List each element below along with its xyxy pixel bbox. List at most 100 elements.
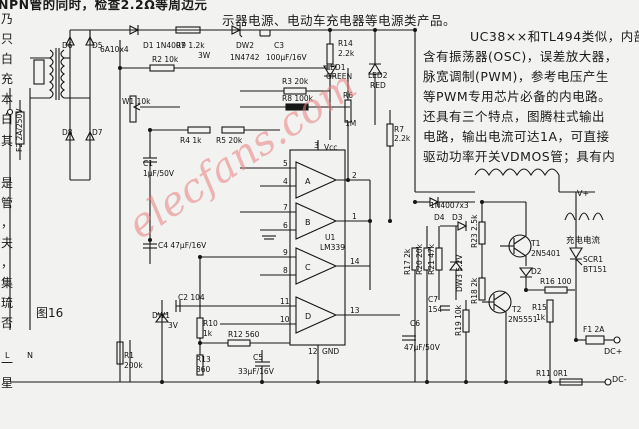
label-d2: D2 <box>531 267 542 276</box>
label-comp-c: C <box>305 263 311 272</box>
label-r7-val: 2.2k <box>394 134 411 143</box>
capacitor-c1 <box>143 130 157 240</box>
label-r13: R13 <box>196 355 211 364</box>
resistor-r18 <box>478 277 486 301</box>
resistor-r12 <box>227 339 251 347</box>
label-pin-7: 7 <box>283 203 288 212</box>
label-led1-color: GREEN <box>326 72 352 81</box>
comparator-c <box>295 247 338 285</box>
label-pin-8: 8 <box>283 266 288 275</box>
label-f1: F1 2A <box>583 325 605 334</box>
margin-char: 一 <box>1 356 14 370</box>
label-c5-val: 33μF/16V <box>238 367 275 376</box>
label-r23: R23 2.5k <box>470 214 479 248</box>
label-t2-part: 2N5551 <box>508 315 538 324</box>
label-pin-14: 14 <box>350 257 360 266</box>
label-d7: D7 <box>92 128 103 137</box>
ac-input <box>6 88 31 330</box>
transformer-symbol <box>30 48 65 100</box>
label-pin-10: 10 <box>280 315 290 324</box>
resistor-r23 <box>478 221 486 245</box>
label-r14: R14 <box>338 39 353 48</box>
resistor-r9 <box>175 26 201 34</box>
label-dw2: DW2 <box>236 41 254 50</box>
label-c7-val: 154 <box>428 305 443 314</box>
label-gnd: GND <box>322 347 339 356</box>
label-r14-val: 2.2k <box>338 49 355 58</box>
margin-char: 乃 <box>1 12 14 26</box>
label-dc-minus: DC- <box>612 375 627 384</box>
label-t1: T1 <box>530 239 541 248</box>
label-pin-12: 12 <box>308 347 318 356</box>
label-dw3: DW3 5.2V <box>455 254 464 292</box>
top-middle-text-fragment: 示器电源、电动车充电器等电源类产品。 <box>222 13 457 28</box>
label-pin-9: 9 <box>283 248 288 257</box>
label-c6-val: 47μF/50V <box>404 343 441 352</box>
comparator-b <box>295 202 338 240</box>
label-r21: R21 47k <box>427 243 436 275</box>
paragraph-line: 含有振荡器(OSC)，误差放大器， <box>423 49 618 64</box>
paragraph-line: 等PWM专用芯片必备的内电路。 <box>423 89 612 104</box>
label-pin-2: 2 <box>352 171 357 180</box>
resistor-r14 <box>326 43 334 65</box>
label-comp-a: A <box>305 177 311 186</box>
label-d8: D8 <box>62 128 73 137</box>
label-dw1: DW1 <box>152 311 170 320</box>
label-led2-color: RED <box>370 81 386 90</box>
label-c3-val: 100μF/16V <box>266 53 307 62</box>
label-c7: C7 <box>428 295 438 304</box>
resistor-r1 <box>116 341 124 365</box>
resistor-r16 <box>544 286 568 294</box>
label-r12: R12 560 <box>228 330 260 339</box>
label-c3: C3 <box>274 41 284 50</box>
label-d4: D4 <box>434 213 445 222</box>
label-r15: R15 <box>532 303 547 312</box>
label-r1-val: 200k <box>124 361 143 370</box>
resistor-r7 <box>386 123 394 147</box>
margin-char: 白 <box>1 52 14 66</box>
label-c1-val: 1μF/50V <box>143 169 175 178</box>
comparator-d <box>295 296 338 334</box>
inductor-coil <box>474 168 560 177</box>
potentiometer-w1 <box>129 95 137 123</box>
label-r7: R7 <box>394 125 404 134</box>
label-c1: C1 <box>143 159 153 168</box>
label-r18: R18 2k <box>470 277 479 304</box>
label-l: L <box>5 351 10 360</box>
figure-label: 图16 <box>36 306 64 320</box>
label-c2: C2 104 <box>178 293 205 302</box>
label-comp-d: D <box>305 312 311 321</box>
label-pin-3: 3 <box>314 141 319 150</box>
label-r13-val: 360 <box>196 365 211 374</box>
label-f2: F2 2A/250V <box>15 108 24 152</box>
label-scr: SCR1 <box>583 255 603 264</box>
resistor-r21 <box>435 247 443 271</box>
label-r17: R17 2k <box>403 248 412 275</box>
label-dw2-part: 1N4742 <box>230 53 260 62</box>
label-r10: R10 <box>203 319 218 328</box>
comparator-a <box>295 161 338 199</box>
label-r19: R19 10k <box>454 304 463 336</box>
label-pin-5: 5 <box>283 159 288 168</box>
paragraph-line: 电路，输出电流可达1A，可直接 <box>423 129 610 144</box>
margin-char: 只 <box>1 32 14 46</box>
charge-current-coil <box>564 212 604 221</box>
zener-dw2 <box>231 25 243 38</box>
label-dc-plus: DC+ <box>604 347 622 356</box>
top-left-text-fragment: NPN管的同时，检查2.2Ω等周边元 <box>0 0 208 12</box>
label-bridge-part: 6A10x4 <box>100 45 129 54</box>
label-r15-val: 1k <box>536 313 546 322</box>
label-d3: D3 <box>452 213 463 222</box>
label-charge-current: 充电电流 <box>566 235 601 246</box>
label-r9-power: 3W <box>198 51 211 60</box>
label-lm339: LM339 <box>320 243 345 252</box>
fuse-f2 <box>15 100 25 160</box>
label-t1-part: 2N5401 <box>531 249 561 258</box>
transistor-t2 <box>482 290 512 314</box>
fuse-f1 <box>585 335 605 345</box>
label-r4: R4 1k <box>180 136 202 145</box>
label-r16: R16 100 <box>540 277 572 286</box>
label-vplus: V+ <box>577 189 589 198</box>
label-led1: LED1 <box>326 63 346 72</box>
